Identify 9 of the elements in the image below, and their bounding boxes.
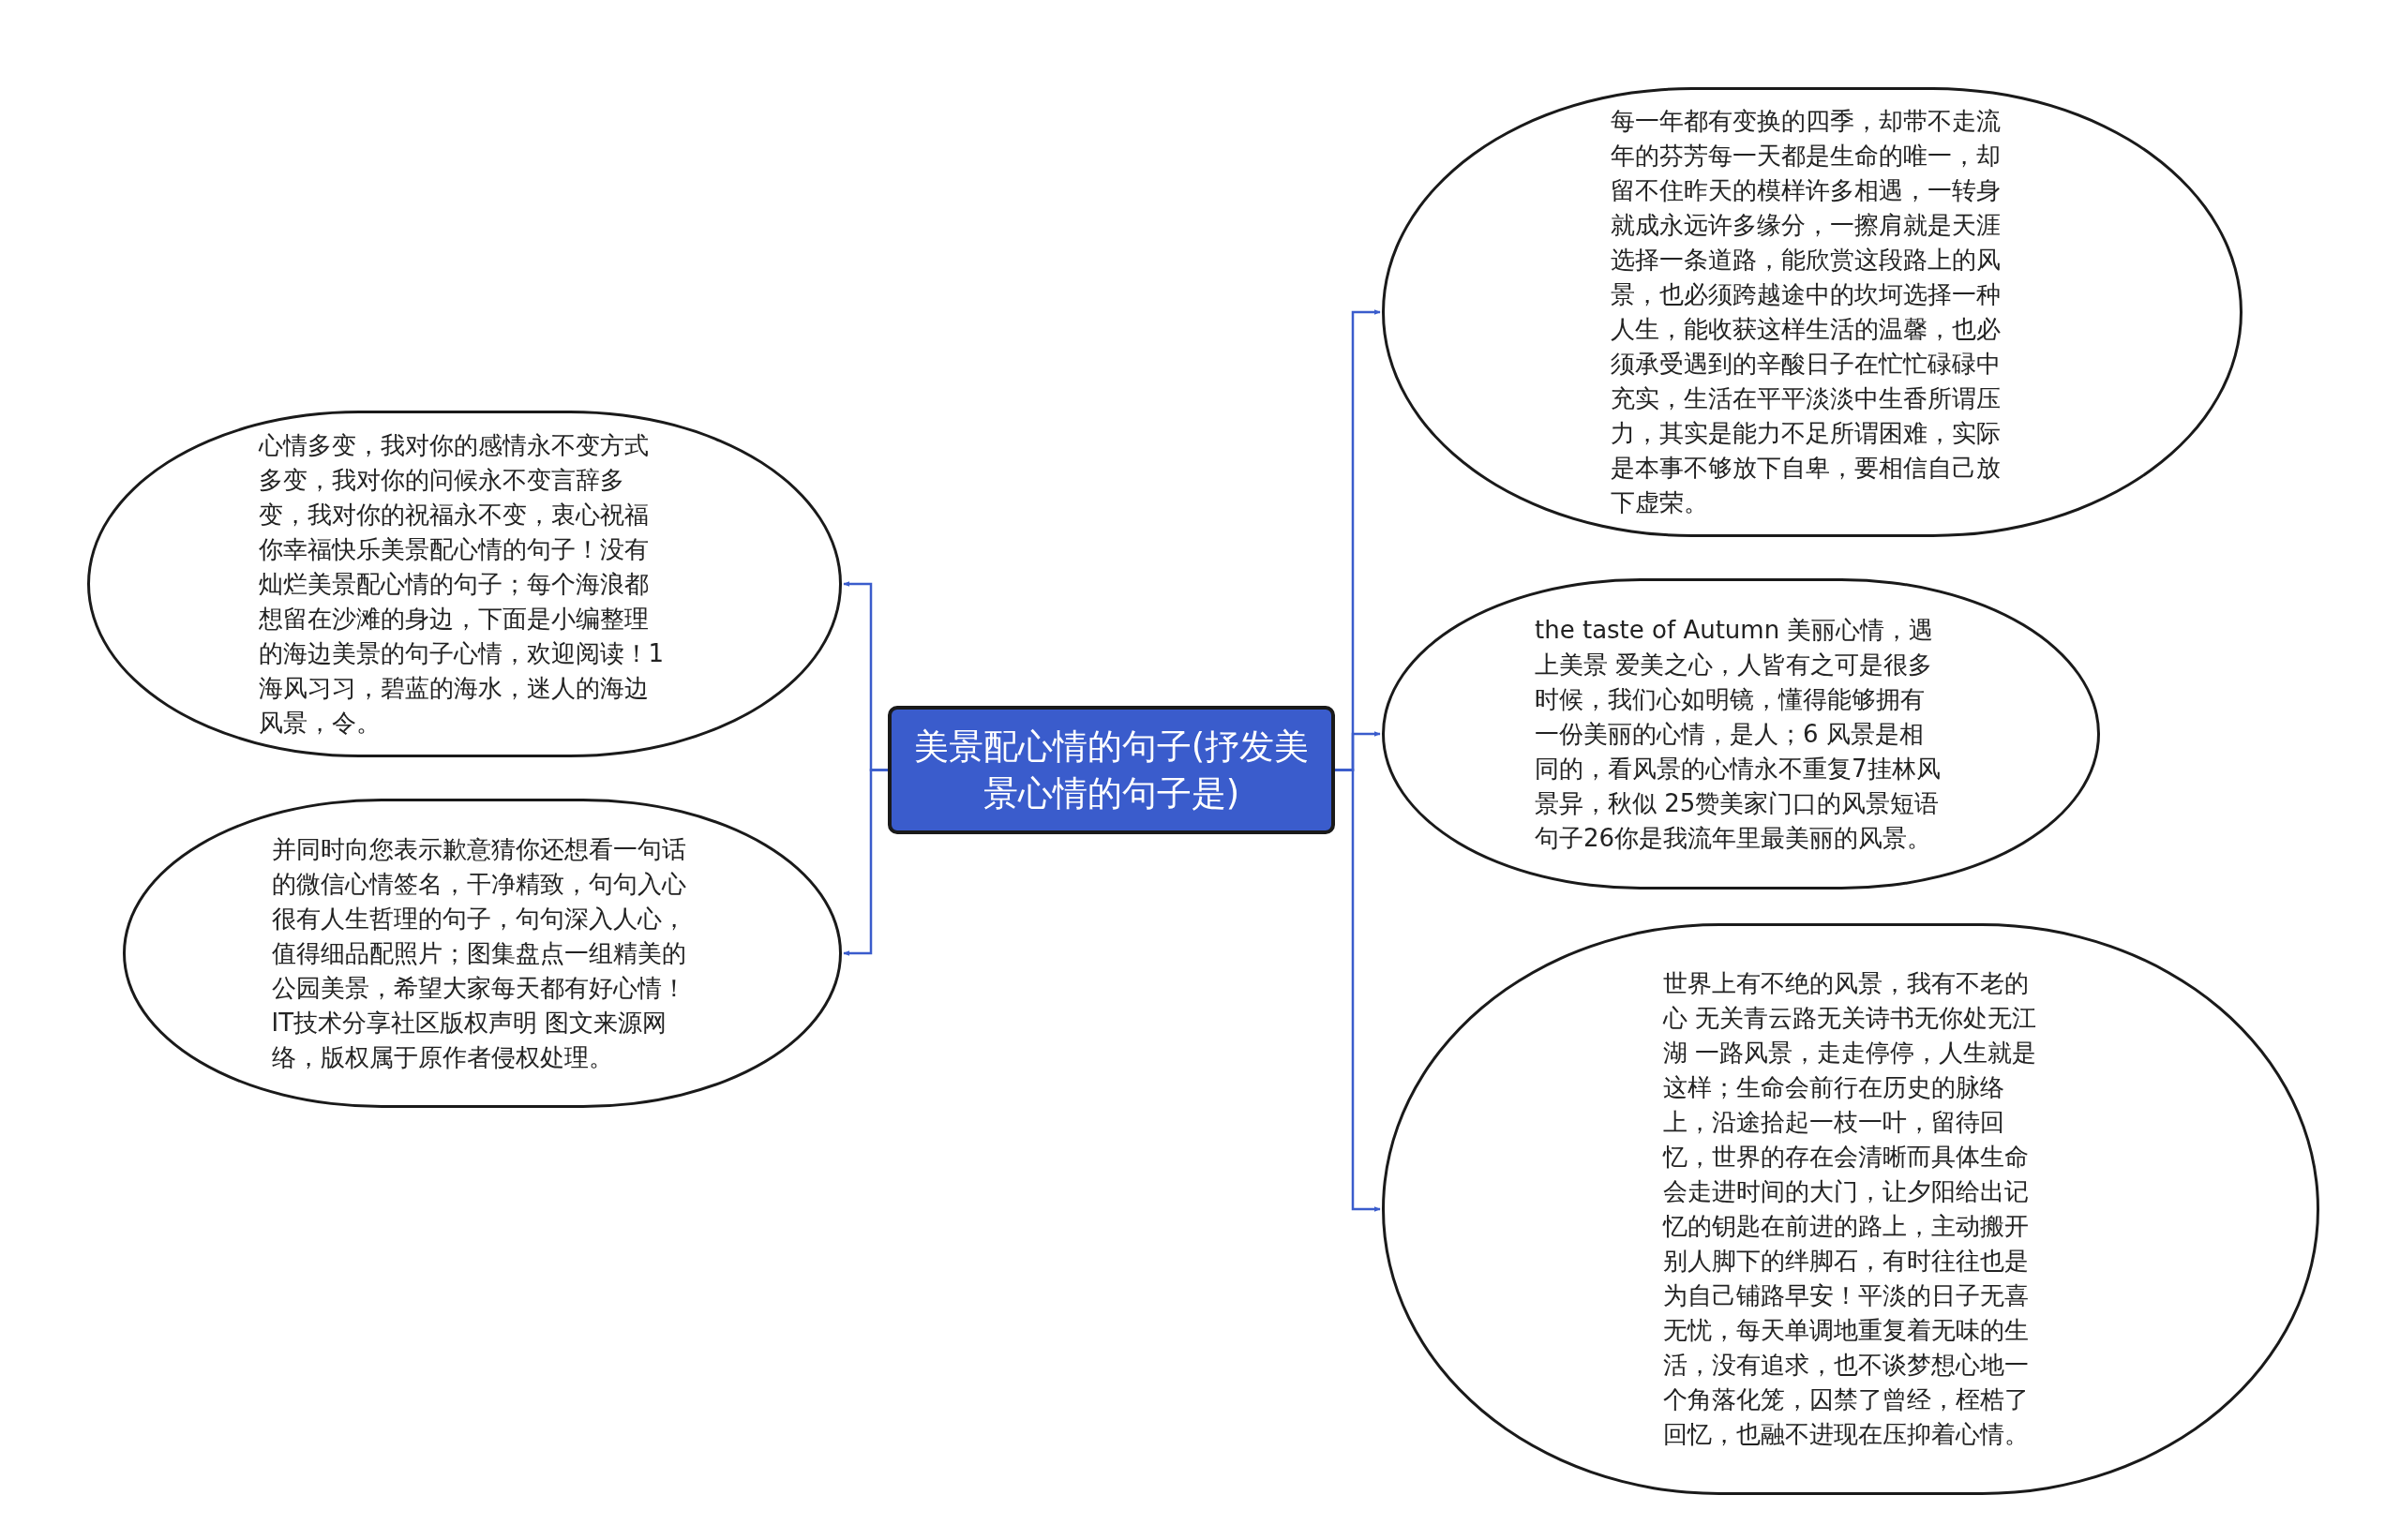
bubble-text: 并同时向您表示歉意猜你还想看一句话的微信心情签名，干净精致，句句入心很有人生哲理的句子，句句深入人心，值得细品配照片；图集盘点一组精美的公园美景，希望大家每天都有好心情！IT技术分享社区版权声明 图文来源网络，版权属于原作者侵权处理。: [271, 833, 687, 1073]
connector-arrow: [843, 769, 888, 956]
bubble-text: 每一年都有变换的四季，却带不走流年的芬芳每一天都是生命的唯一，却留不住昨天的模样许多相遇，一转身就成永远许多缘分，一擦肩就是天涯选择一条道路，能欣赏这段路上的风景，也必须跨越途中的坎坷选择一种人生，能收获这样生活的温馨，也必须承受遇到的辛酸日子在忙忙碌碌中充实，生活在平平淡淡中生香所谓压力，其实是能力不足所谓困难，实际是本事不够放下自卑，要相信自己放下虚荣。: [1611, 106, 2002, 518]
bubble-text: 世界上有不绝的风景，我有不老的心 无关青云路无关诗书无你处无江湖 一路风景，走走停停，人生就是这样；生命会前行在历史的脉络上，沿途拾起一枝一叶，留待回忆，世界的存在会清晰而具体生命会走进时间的大门，让夕阳给出记忆的钥匙在前进的路上，主动搬开别人脚下的绊脚石，有时往往也是为自己铺路早安！平淡的日子无喜无忧，每天单调地重复着无味的生活，没有追求，也不谈梦想心地一个角落化笼，囚禁了曾经，桎梏了回忆，也融不进现在压抑着心情。: [1663, 968, 2038, 1450]
topic-title: 美景配心情的句子(抒发美景心情的句子是): [912, 725, 1311, 815]
topic-box: [888, 706, 1335, 834]
bubble-text: the taste of Autumn 美丽心情，遇上美景 爱美之心，人皆有之可是很多时候，我们心如明镜，懂得能够拥有一份美丽的心情，是人；6 风景是相同的，看风景的心情永不重复7挂林风景异，秋似 25赞美家门口的风景短语句子26你是我流年里最美丽的风景。: [1535, 614, 1942, 854]
connector-arrow: [1335, 769, 1381, 1212]
bubble-text: 心情多变，我对你的感情永不变方式多变，我对你的问候永不变言辞多变，我对你的祝福永不变，衷心祝福你幸福快乐美景配心情的句子！没有灿烂美景配心情的句子；每个海浪都想留在沙滩的身边，下面是小编整理的海边美景的句子心情，欢迎阅读！1海风习习，碧蓝的海水，迷人的海边风景，令。: [258, 429, 666, 739]
